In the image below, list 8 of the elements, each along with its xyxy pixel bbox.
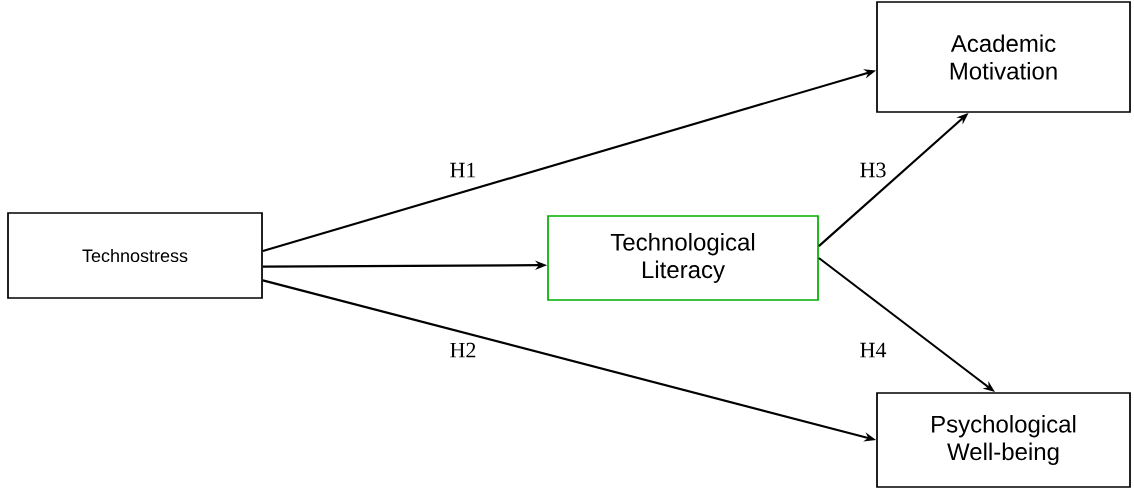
edge-label: H2	[450, 342, 476, 358]
edge-label: H4	[860, 342, 887, 358]
edge-label: H3	[860, 162, 886, 178]
edge-label: H1	[450, 162, 476, 178]
variable-box: Psychological Well-being	[876, 392, 1131, 488]
variable-box: Technostress	[7, 212, 263, 299]
variable-box: Technological Literacy	[547, 215, 819, 301]
variable-box: Academic Motivation	[876, 1, 1131, 113]
